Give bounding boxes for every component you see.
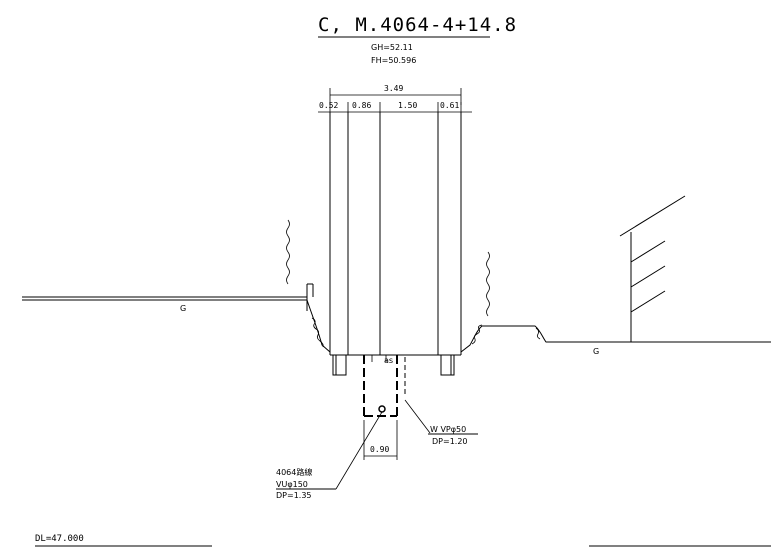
as-label: as bbox=[384, 356, 393, 365]
route-pipe-depth: DP=1.35 bbox=[276, 491, 312, 500]
segment-label-1: 0.52 bbox=[319, 101, 338, 110]
left-cut-mark bbox=[286, 219, 290, 285]
route-name: 4064路線 bbox=[276, 467, 312, 477]
structure-body bbox=[329, 112, 462, 356]
sewer-pipe bbox=[378, 405, 386, 413]
ground-label-left: G bbox=[180, 304, 186, 313]
right-building bbox=[619, 195, 686, 342]
foundation-blocks bbox=[332, 354, 455, 376]
right-cut-mark bbox=[486, 251, 490, 317]
water-pipe-callout: W VPφ50 DP=1.20 bbox=[404, 399, 478, 446]
ground-label-right: G bbox=[593, 347, 599, 356]
water-pipe-name: W VPφ50 bbox=[430, 425, 466, 434]
left-ground: G bbox=[22, 283, 331, 353]
route-pipe-callout: 4064路線 VUφ150 DP=1.35 bbox=[276, 411, 383, 500]
segment-label-3: 1.50 bbox=[398, 101, 417, 110]
water-pipe-depth: DP=1.20 bbox=[432, 437, 468, 446]
formation-height-label: FH=50.596 bbox=[371, 56, 416, 65]
total-width-label: 3.49 bbox=[384, 84, 403, 93]
pipe-gap-label: 0.90 bbox=[370, 445, 389, 454]
ground-height-label: GH=52.11 bbox=[371, 43, 413, 52]
pipe-trench: as bbox=[363, 355, 406, 417]
section-title: C, M.4064-4+14.8 bbox=[318, 14, 517, 36]
route-pipe-size: VUφ150 bbox=[276, 480, 308, 489]
segment-label-4: 0.61 bbox=[440, 101, 459, 110]
pipe-gap-dimension: 0.90 bbox=[363, 420, 398, 460]
right-ground: G bbox=[460, 324, 771, 356]
segment-dimensions: 0.52 0.86 1.50 0.61 bbox=[318, 101, 472, 122]
datum-label: DL=47.000 bbox=[35, 534, 84, 544]
datum-line: DL=47.000 bbox=[35, 534, 771, 547]
segment-label-2: 0.86 bbox=[352, 101, 371, 110]
